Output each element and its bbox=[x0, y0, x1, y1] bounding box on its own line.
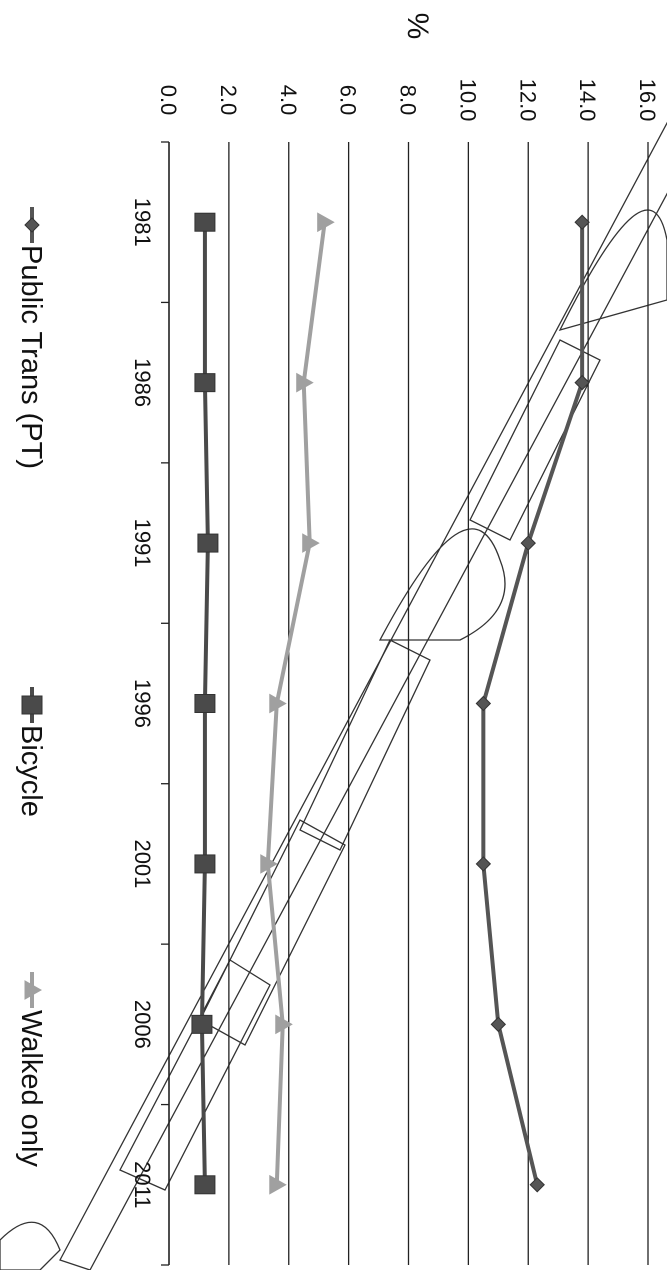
data-point bbox=[194, 694, 216, 713]
x-tick-label: 2006 bbox=[130, 1000, 155, 1049]
y-tick-label: 16.0 bbox=[635, 79, 660, 122]
series-line bbox=[481, 222, 585, 1186]
axes bbox=[161, 141, 170, 1266]
x-tick-label: 1991 bbox=[130, 519, 155, 568]
data-point bbox=[475, 695, 492, 712]
data-point bbox=[520, 535, 536, 551]
y-axis-title: % bbox=[401, 13, 434, 40]
data-point bbox=[475, 856, 492, 872]
series-2 bbox=[260, 212, 335, 1195]
x-tick-labels: 1981 1986 1991 1996 2001 2006 2011 bbox=[130, 198, 155, 1209]
y-tick-label: 2.0 bbox=[216, 85, 241, 116]
data-series bbox=[191, 212, 590, 1195]
legend-item: Bicycle bbox=[15, 687, 47, 817]
data-point bbox=[260, 854, 278, 874]
data-point bbox=[490, 1016, 507, 1033]
data-point bbox=[317, 212, 335, 233]
data-point bbox=[197, 533, 219, 553]
data-point bbox=[194, 854, 216, 874]
x-tick-label: 2011 bbox=[130, 1161, 155, 1208]
legend-label: Walked only bbox=[15, 1010, 47, 1167]
x-tick-label: 2001 bbox=[130, 839, 155, 888]
watermark-outline bbox=[0, 121, 667, 1270]
series-1 bbox=[191, 212, 219, 1195]
legend-marker bbox=[21, 695, 43, 715]
legend-marker bbox=[24, 980, 43, 1000]
data-point bbox=[574, 374, 590, 391]
legend-marker bbox=[24, 217, 40, 233]
series-0 bbox=[475, 214, 590, 1193]
y-tick-labels: 0.0 2.0 4.0 6.0 8.0 10.0 12.0 14.0 16.0 bbox=[156, 79, 660, 122]
data-point bbox=[275, 1014, 293, 1035]
data-point bbox=[269, 1174, 287, 1195]
gridlines bbox=[228, 142, 649, 1265]
y-tick-label: 12.0 bbox=[515, 79, 540, 122]
y-tick-label: 4.0 bbox=[276, 85, 301, 116]
y-tick-label: 0.0 bbox=[156, 85, 181, 116]
data-point bbox=[191, 1014, 213, 1034]
x-tick-label: 1981 bbox=[130, 198, 155, 247]
x-tick-label: 1986 bbox=[130, 358, 155, 407]
data-point bbox=[529, 1177, 545, 1193]
data-point bbox=[574, 214, 590, 230]
data-point bbox=[194, 212, 216, 232]
y-tick-label: 14.0 bbox=[575, 79, 600, 122]
data-point bbox=[296, 372, 314, 393]
legend-label: Bicycle bbox=[15, 725, 47, 817]
legend-label: Public Trans (PT) bbox=[15, 245, 47, 469]
data-point bbox=[194, 373, 216, 393]
x-tick-label: 1996 bbox=[130, 679, 155, 728]
y-tick-label: 10.0 bbox=[455, 79, 480, 122]
data-point bbox=[194, 1175, 216, 1195]
legend-item: Walked only bbox=[15, 972, 47, 1167]
data-point bbox=[269, 693, 287, 714]
y-tick-label: 6.0 bbox=[336, 85, 361, 116]
legend-item: Public Trans (PT) bbox=[15, 207, 47, 469]
data-point bbox=[302, 533, 320, 553]
y-tick-label: 8.0 bbox=[396, 85, 421, 116]
